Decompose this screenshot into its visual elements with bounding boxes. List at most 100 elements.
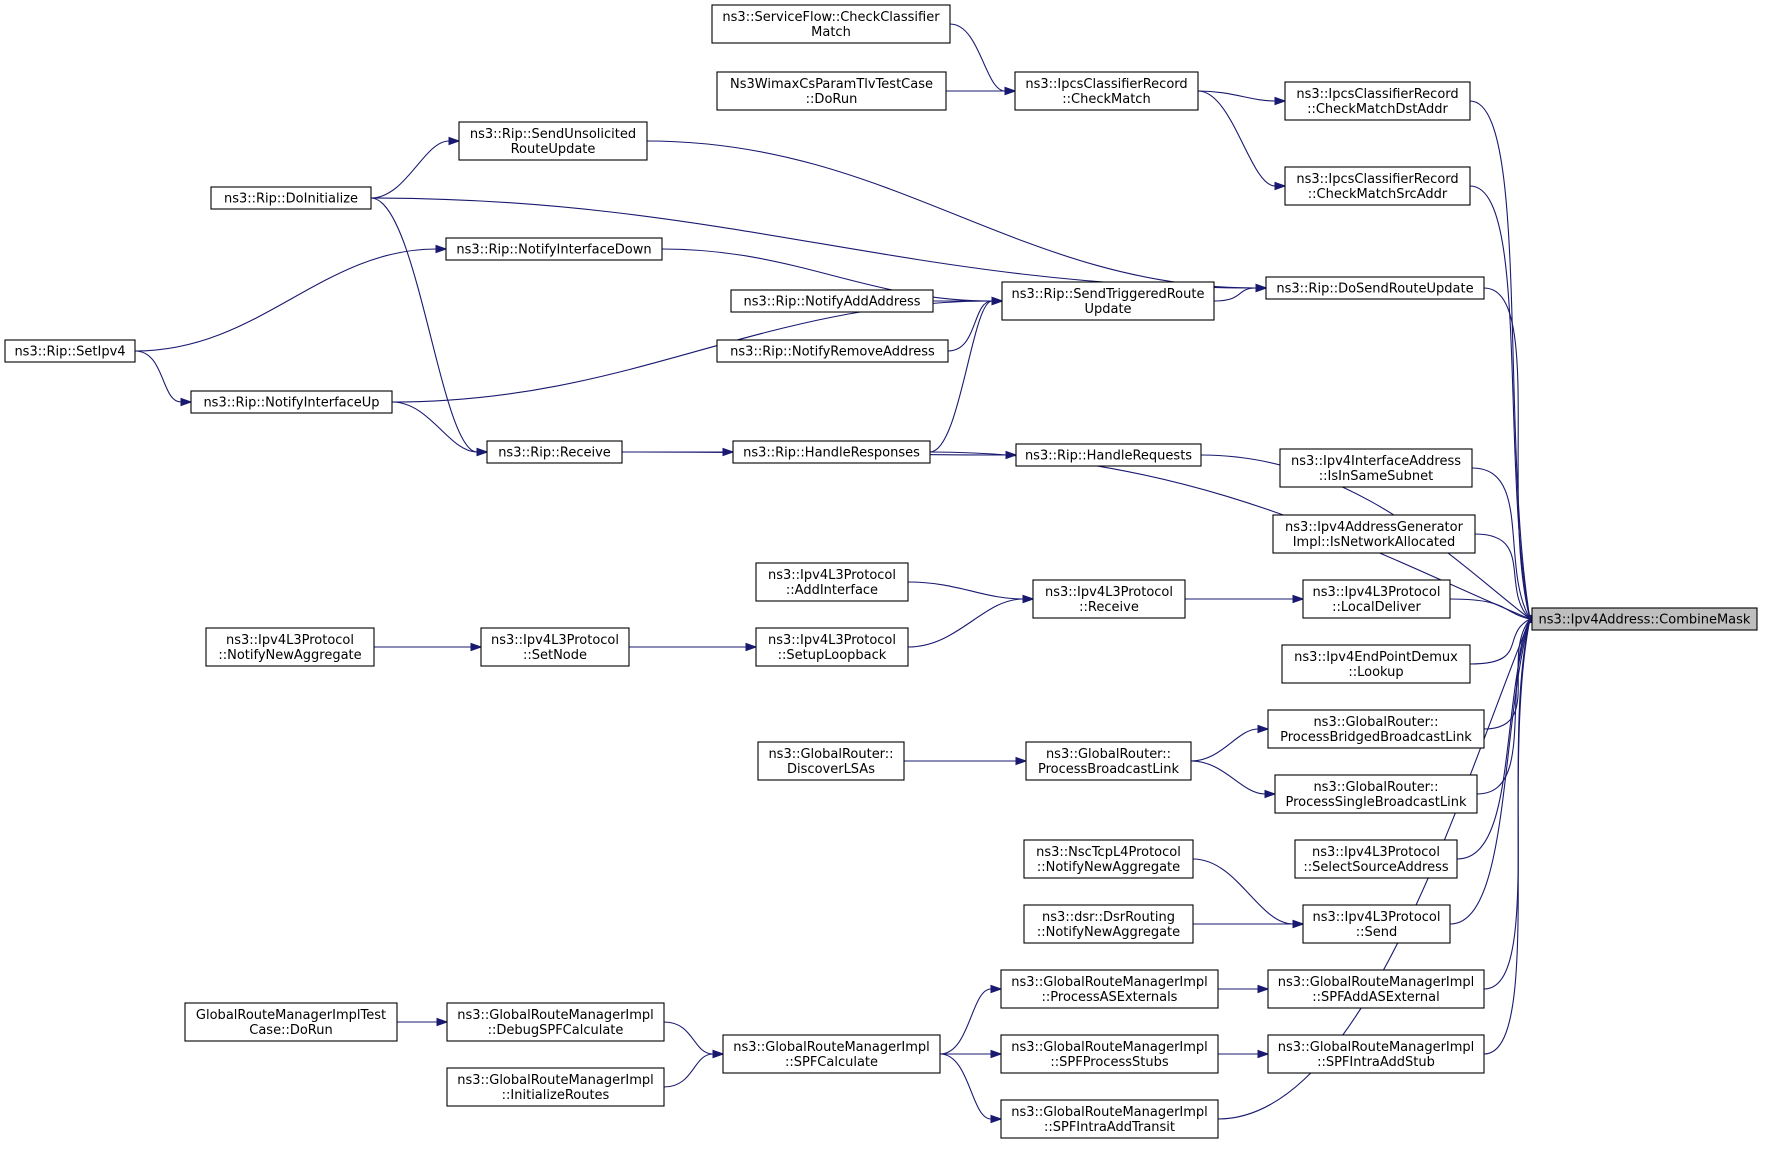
edge-line <box>1190 760 1266 795</box>
node-l3-selectsrc[interactable]: ns3::Ipv4L3Protocol::SelectSourceAddress <box>1294 839 1458 879</box>
edge-line <box>907 598 1024 648</box>
node-l3-setuploop[interactable]: ns3::Ipv4L3Protocol::SetupLoopback <box>755 627 909 667</box>
node-l3-addif[interactable]: ns3::Ipv4L3Protocol::AddInterface <box>755 562 909 602</box>
node-label: ns3::Rip::HandleRequests <box>1025 449 1192 464</box>
node-ifaddr-samesub[interactable]: ns3::Ipv4InterfaceAddress::IsInSameSubne… <box>1279 448 1473 488</box>
edge-arrowhead-icon <box>1022 594 1035 604</box>
edge-grm-spfprocstubs-to-grm-spfintrastub <box>1218 1049 1270 1059</box>
node-l3-setnode[interactable]: ns3::Ipv4L3Protocol::SetNode <box>480 627 630 667</box>
node-label: ns3::Rip::Receive <box>498 446 611 461</box>
node-label: ns3::GlobalRouter:: <box>1313 780 1438 795</box>
edge-rip-rmaddr-to-rip-sendtrig <box>947 296 1004 352</box>
edge-arrowhead-icon <box>1274 181 1287 191</box>
node-label: Case::DoRun <box>249 1023 332 1038</box>
edge-line <box>1449 618 1531 925</box>
edge-grm-spfcalc-to-grm-spfprocstubs <box>940 1049 1003 1059</box>
node-label: ::NotifyNewAggregate <box>1037 925 1180 940</box>
node-rip-addaddr[interactable]: ns3::Rip::NotifyAddAddress <box>730 289 934 313</box>
node-box <box>205 627 375 667</box>
node-label: DiscoverLSAs <box>787 762 875 777</box>
node-label: ns3::Rip::SendUnsolicited <box>470 127 636 142</box>
node-rip-dosend[interactable]: ns3::Rip::DoSendRouteUpdate <box>1265 276 1485 300</box>
edge-line <box>1483 618 1531 1055</box>
node-ipcs-src[interactable]: ns3::IpcsClassifierRecord::CheckMatchSrc… <box>1284 166 1471 206</box>
node-rip-setipv4[interactable]: ns3::Rip::SetIpv4 <box>4 339 136 363</box>
node-label: ns3::Rip::DoSendRouteUpdate <box>1276 282 1473 297</box>
edge-ipcs-dst-to-root <box>1469 100 1542 624</box>
node-gr-procsingle[interactable]: ns3::GlobalRouter::ProcessSingleBroadcas… <box>1274 774 1478 814</box>
node-rip-handleresp[interactable]: ns3::Rip::HandleResponses <box>732 440 931 464</box>
node-label: ns3::Rip::SetIpv4 <box>14 345 125 360</box>
node-l3-send[interactable]: ns3::Ipv4L3Protocol::Send <box>1302 904 1451 944</box>
node-box <box>757 741 905 781</box>
edge-gr-discover-to-gr-procbcast <box>904 756 1028 766</box>
edge-line <box>391 401 478 453</box>
node-rip-handlereq[interactable]: ns3::Rip::HandleRequests <box>1015 443 1202 467</box>
node-label: ns3::ServiceFlow::CheckClassifier <box>722 10 940 25</box>
node-label: ::Receive <box>1079 600 1139 615</box>
edge-arrowhead-icon <box>1015 756 1028 766</box>
edge-arrowhead-icon <box>1004 86 1017 96</box>
edge-line <box>1469 618 1531 665</box>
node-grm-procasext[interactable]: ns3::GlobalRouteManagerImpl::ProcessASEx… <box>1000 969 1219 1009</box>
node-rip-doinit[interactable]: ns3::Rip::DoInitialize <box>210 186 372 210</box>
node-box <box>1284 166 1471 206</box>
node-addrgen-alloc[interactable]: ns3::Ipv4AddressGeneratorImpl::IsNetwork… <box>1272 514 1476 554</box>
edge-line <box>1483 287 1531 620</box>
edge-rip-sendunsol-to-rip-dosend <box>646 140 1268 293</box>
node-rip-rmaddr[interactable]: ns3::Rip::NotifyRemoveAddress <box>716 339 949 363</box>
edge-line <box>661 248 993 302</box>
node-dsr-notifyagg[interactable]: ns3::dsr::DsrRouting::NotifyNewAggregate <box>1023 904 1194 944</box>
edge-line <box>1197 90 1276 102</box>
node-grm-debugspf[interactable]: ns3::GlobalRouteManagerImpl::DebugSPFCal… <box>446 1002 665 1042</box>
node-rip-receive[interactable]: ns3::Rip::Receive <box>486 440 623 464</box>
node-grm-spfcalc[interactable]: ns3::GlobalRouteManagerImpl::SPFCalculat… <box>722 1034 941 1074</box>
root-node-combine-mask[interactable]: ns3::Ipv4Address::CombineMask <box>1531 607 1758 631</box>
node-l3-receive[interactable]: ns3::Ipv4L3Protocol::Receive <box>1032 579 1186 619</box>
node-label: ::SPFAddASExternal <box>1312 990 1439 1005</box>
node-label: ns3::GlobalRouteManagerImpl <box>733 1040 930 1055</box>
node-label: GlobalRouteManagerImplTest <box>196 1008 386 1023</box>
edge-arrowhead-icon <box>180 397 193 407</box>
node-label: ::LocalDeliver <box>1332 600 1421 615</box>
edge-line <box>907 581 1024 600</box>
edge-line <box>1483 618 1531 730</box>
edge-line <box>134 350 182 403</box>
node-rip-ifup[interactable]: ns3::Rip::NotifyInterfaceUp <box>190 390 393 414</box>
node-grm-spfintratransit[interactable]: ns3::GlobalRouteManagerImpl::SPFIntraAdd… <box>1000 1099 1219 1139</box>
node-gr-procbcast[interactable]: ns3::GlobalRouter::ProcessBroadcastLink <box>1025 741 1192 781</box>
node-rip-ifdown[interactable]: ns3::Rip::NotifyInterfaceDown <box>445 237 663 261</box>
node-ipcs-check[interactable]: ns3::IpcsClassifierRecord::CheckMatch <box>1014 71 1199 111</box>
node-epdemux-lookup[interactable]: ns3::Ipv4EndPointDemux::Lookup <box>1281 644 1471 684</box>
node-nsc-notifyagg[interactable]: ns3::NscTcpL4Protocol::NotifyNewAggregat… <box>1023 839 1194 879</box>
node-label: ns3::Ipv4L3Protocol <box>1312 845 1440 860</box>
node-grm-spfaddasext[interactable]: ns3::GlobalRouteManagerImpl::SPFAddASExt… <box>1267 969 1485 1009</box>
node-gr-procbridged[interactable]: ns3::GlobalRouter::ProcessBridgedBroadca… <box>1267 709 1485 749</box>
node-box <box>1001 281 1215 321</box>
node-label: ::AddInterface <box>786 583 878 598</box>
edge-arrowhead-icon <box>1255 283 1268 293</box>
node-label: ::CheckMatch <box>1062 92 1150 107</box>
node-label: Update <box>1084 302 1131 317</box>
node-label: ::Lookup <box>1348 665 1403 680</box>
node-wimax-dorun[interactable]: Ns3WimaxCsParamTlvTestCase::DoRun <box>716 71 947 111</box>
node-gr-discover[interactable]: ns3::GlobalRouter::DiscoverLSAs <box>757 741 905 781</box>
edge-grm-spfaddasext-to-root <box>1483 614 1542 990</box>
node-grm-initroutes[interactable]: ns3::GlobalRouteManagerImpl::InitializeR… <box>446 1067 665 1107</box>
node-l3-localdeliver[interactable]: ns3::Ipv4L3Protocol::LocalDeliver <box>1302 579 1451 619</box>
edge-grm-spfcalc-to-grm-spfintratransit <box>939 1053 1003 1124</box>
node-grm-spfintrastub[interactable]: ns3::GlobalRouteManagerImpl::SPFIntraAdd… <box>1267 1034 1485 1074</box>
node-box <box>732 440 931 464</box>
node-grm-spfprocstubs[interactable]: ns3::GlobalRouteManagerImpl::SPFProcessS… <box>1000 1034 1219 1074</box>
call-nodes: ns3::Ipv4Address::CombineMask ns3::IpcsCl… <box>4 4 1758 1139</box>
node-ipcs-dst[interactable]: ns3::IpcsClassifierRecord::CheckMatchDst… <box>1284 81 1471 121</box>
node-l3-notifyagg[interactable]: ns3::Ipv4L3Protocol::NotifyNewAggregate <box>205 627 375 667</box>
edge-wimax-dorun-to-ipcs-check <box>946 86 1017 96</box>
node-box <box>486 440 623 464</box>
node-label: ns3::GlobalRouteManagerImpl <box>1011 975 1208 990</box>
node-label: ::Send <box>1356 925 1398 940</box>
